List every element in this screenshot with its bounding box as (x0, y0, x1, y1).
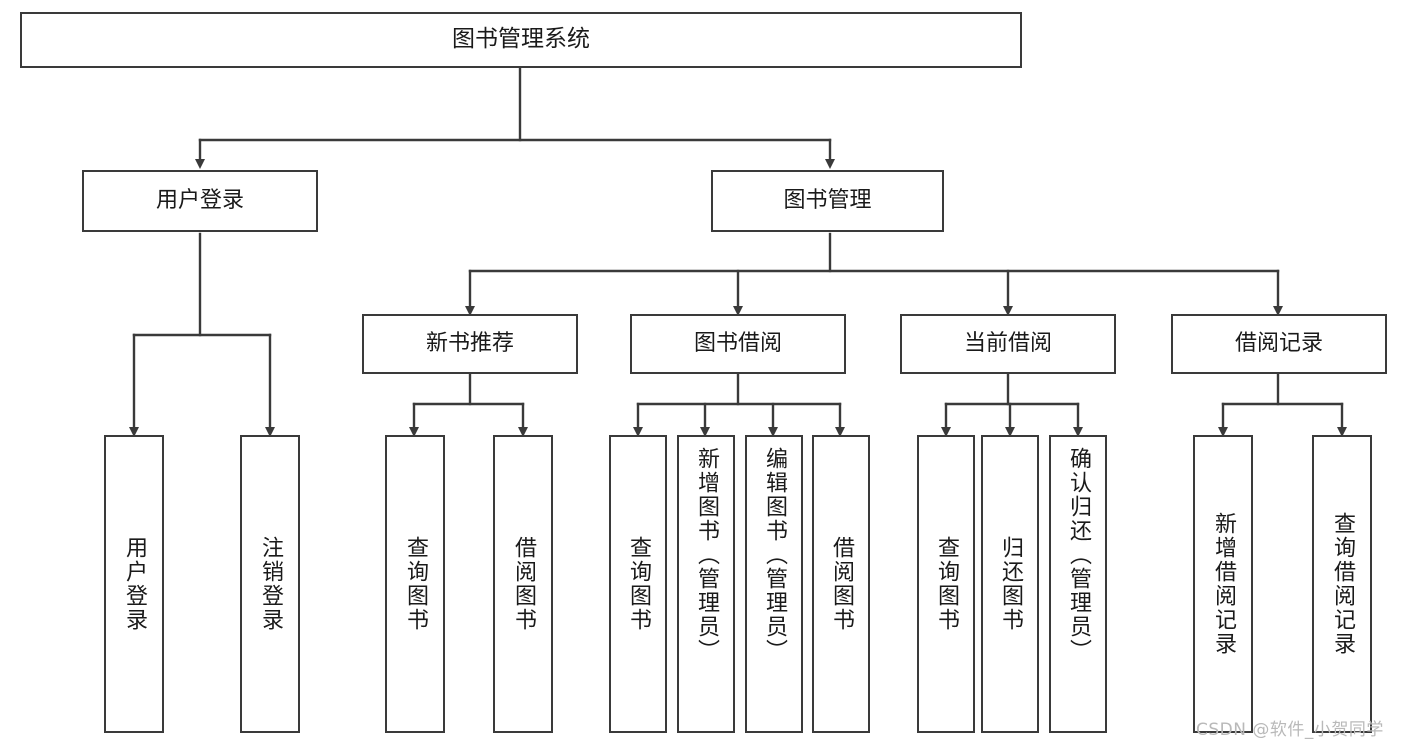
node-root-label: 图书管理系统 (452, 26, 590, 53)
node-leaf-query-book-3[interactable]: 查询图书 (917, 435, 975, 733)
node-leaf-return-book-label: 归还图书 (997, 536, 1023, 632)
node-leaf-borrow-book-1[interactable]: 借阅图书 (493, 435, 553, 733)
node-book-manage-label: 图书管理 (783, 188, 872, 214)
node-borrow-record[interactable]: 借阅记录 (1171, 314, 1387, 374)
node-leaf-return-book[interactable]: 归还图书 (981, 435, 1039, 733)
node-leaf-add-book-label: 新增图书（管理员） (693, 447, 719, 663)
node-borrow-record-label: 借阅记录 (1234, 331, 1323, 357)
node-leaf-confirm-return[interactable]: 确认归还（管理员） (1049, 435, 1107, 733)
node-leaf-query-record-label: 查询借阅记录 (1329, 512, 1355, 656)
node-leaf-edit-book[interactable]: 编辑图书（管理员） (745, 435, 803, 733)
node-new-book-rec[interactable]: 新书推荐 (362, 314, 578, 374)
node-leaf-user-login-label: 用户登录 (121, 536, 147, 632)
node-leaf-query-book-2[interactable]: 查询图书 (609, 435, 667, 733)
node-leaf-confirm-return-label: 确认归还（管理员） (1065, 447, 1091, 663)
node-leaf-query-book-1-label: 查询图书 (402, 536, 428, 632)
node-leaf-borrow-book-2-label: 借阅图书 (828, 536, 854, 632)
node-user-login[interactable]: 用户登录 (82, 170, 318, 232)
node-leaf-logout-label: 注销登录 (257, 536, 283, 632)
node-new-book-rec-label: 新书推荐 (425, 331, 514, 357)
node-leaf-query-book-3-label: 查询图书 (933, 536, 959, 632)
node-leaf-borrow-book-1-label: 借阅图书 (510, 536, 536, 632)
node-leaf-query-record[interactable]: 查询借阅记录 (1312, 435, 1372, 733)
node-leaf-edit-book-label: 编辑图书（管理员） (761, 447, 787, 663)
node-leaf-add-record-label: 新增借阅记录 (1210, 512, 1236, 656)
node-leaf-add-book[interactable]: 新增图书（管理员） (677, 435, 735, 733)
node-leaf-query-book-2-label: 查询图书 (625, 536, 651, 632)
node-current-borrow[interactable]: 当前借阅 (900, 314, 1116, 374)
csdn-watermark: CSDN @软件_小贺同学 (1196, 720, 1384, 740)
node-root[interactable]: 图书管理系统 (20, 12, 1022, 68)
node-leaf-logout[interactable]: 注销登录 (240, 435, 300, 733)
node-book-manage[interactable]: 图书管理 (711, 170, 944, 232)
node-leaf-add-record[interactable]: 新增借阅记录 (1193, 435, 1253, 733)
node-user-login-label: 用户登录 (155, 188, 244, 214)
node-leaf-user-login[interactable]: 用户登录 (104, 435, 164, 733)
node-leaf-borrow-book-2[interactable]: 借阅图书 (812, 435, 870, 733)
node-leaf-query-book-1[interactable]: 查询图书 (385, 435, 445, 733)
node-book-borrow-label: 图书借阅 (693, 331, 782, 357)
node-book-borrow[interactable]: 图书借阅 (630, 314, 846, 374)
node-current-borrow-label: 当前借阅 (963, 331, 1052, 357)
